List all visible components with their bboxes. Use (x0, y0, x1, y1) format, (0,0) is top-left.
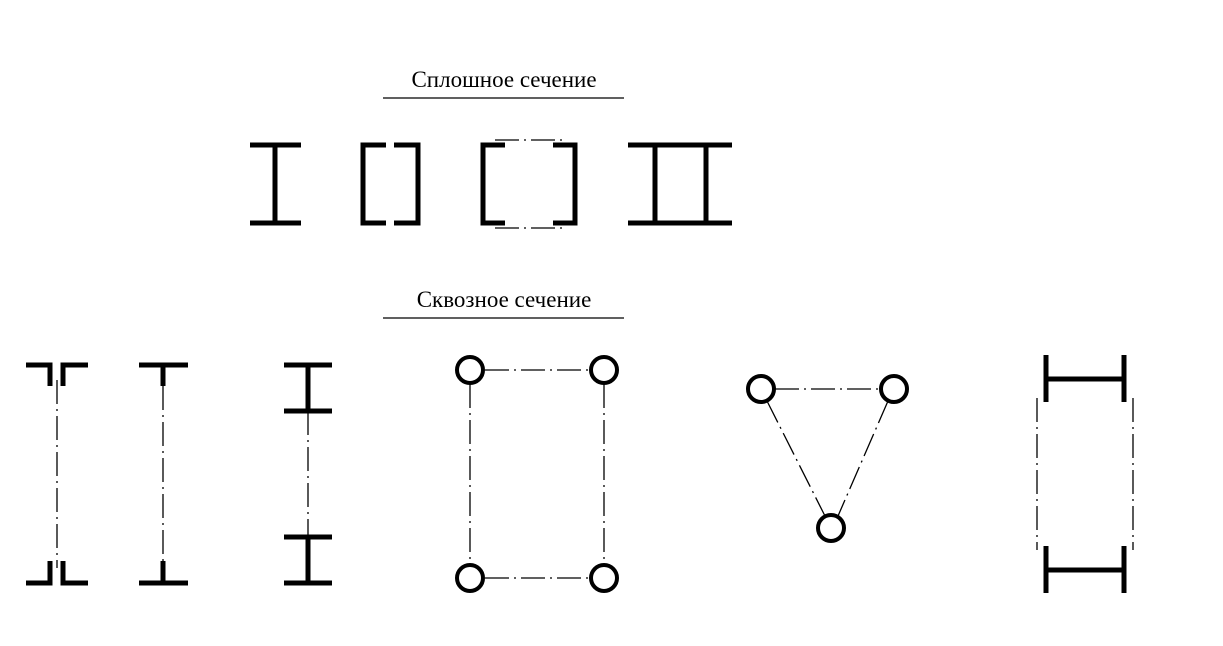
lattice-two-i-beams-section (284, 362, 332, 586)
lattice-channel-flanges-section (139, 362, 188, 586)
lattice-h-beams-section (1036, 355, 1134, 593)
solid-double-i-beam-section (628, 142, 732, 226)
lattice-two-channels-section (26, 362, 88, 586)
lattice-section-heading: Сквозное сечение (416, 287, 592, 312)
lattice-four-angle-section (455, 355, 619, 593)
lattice-triangular-section (746, 374, 909, 543)
solid-section-heading: Сплошное сечение (411, 67, 597, 92)
solid-channels-with-plates-section (480, 139, 578, 229)
solid-two-channels-section (360, 142, 421, 226)
solid-i-beam-section (250, 142, 301, 226)
